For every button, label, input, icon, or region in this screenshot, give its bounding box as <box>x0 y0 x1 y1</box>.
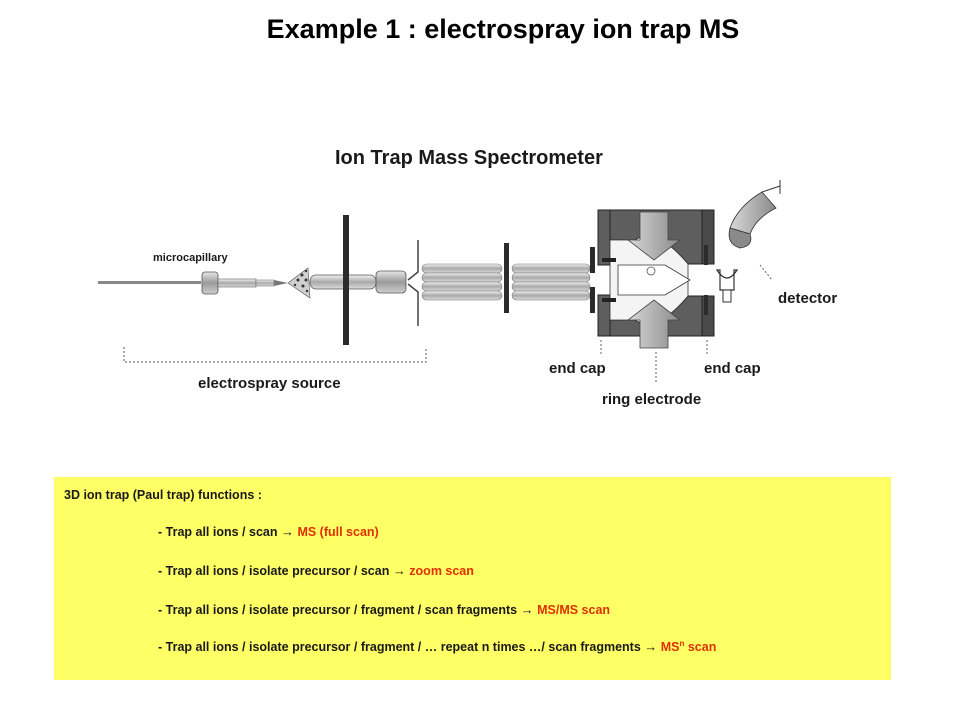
functions-box: 3D ion trap (Paul trap) functions : - Tr… <box>54 477 891 680</box>
function-result-superscript: n <box>679 639 685 648</box>
function-result-tail: scan <box>684 640 717 655</box>
diagram-title: Ion Trap Mass Spectrometer <box>335 147 603 169</box>
function-item: - Trap all ions / isolate precursor / fr… <box>158 639 716 654</box>
function-text: - Trap all ions / isolate precursor / sc… <box>158 564 393 578</box>
tube-lens-lower <box>407 283 419 326</box>
exit-lens-lower <box>704 295 708 315</box>
microcapillary <box>98 271 288 295</box>
interoctopole-lens <box>504 243 509 313</box>
function-result: MSn scan <box>660 639 717 655</box>
arrow-icon: → <box>280 524 294 539</box>
spray-plume <box>287 267 311 299</box>
detector-label: detector <box>778 290 837 307</box>
slide-title: Example 1 : electrospray ion trap MS <box>266 14 740 44</box>
arrow-icon: → <box>392 563 406 578</box>
functions-heading: 3D ion trap (Paul trap) functions : <box>64 488 262 502</box>
ring-electrode-label: ring electrode <box>602 391 701 408</box>
octopole-rods-1 <box>421 263 503 301</box>
entrance-lens-lower <box>590 287 595 313</box>
function-text: - Trap all ions / isolate precursor / fr… <box>158 640 645 655</box>
octopole-rods-2 <box>511 263 591 301</box>
skimmer-plate <box>343 215 349 345</box>
heated-capillary <box>309 270 407 294</box>
function-item: - Trap all ions / isolate precursor / sc… <box>158 563 474 578</box>
ion-trap-diagram: Ion Trap Mass Spectrometer microcapillar… <box>90 130 880 420</box>
electrospray-source-bracket <box>123 347 427 363</box>
end-cap-right-label: end cap <box>704 360 761 377</box>
function-text: - Trap all ions / scan <box>158 525 281 539</box>
entrance-lens-upper <box>590 247 595 273</box>
function-text: - Trap all ions / isolate precursor / fr… <box>158 603 521 617</box>
function-result: MS (full scan) <box>297 525 379 539</box>
tube-lens-upper <box>407 240 419 281</box>
end-cap-left-label: end cap <box>549 360 606 377</box>
arrow-icon: → <box>520 602 534 617</box>
detector <box>715 180 781 303</box>
ion-trap-schematic: Ion Trap Mass Spectrometer microcapillar… <box>98 147 837 408</box>
microcapillary-label: microcapillary <box>153 252 228 264</box>
exit-lens-upper <box>704 245 708 265</box>
ion-trap <box>597 209 715 349</box>
function-result-main: MS <box>660 640 680 655</box>
function-item: - Trap all ions / isolate precursor / fr… <box>158 602 610 617</box>
function-item: - Trap all ions / scan → MS (full scan) <box>158 524 379 539</box>
function-result: zoom scan <box>409 564 474 578</box>
function-result: MS/MS scan <box>537 603 611 617</box>
arrow-icon: → <box>644 639 658 655</box>
electrospray-source-label: electrospray source <box>198 375 341 392</box>
